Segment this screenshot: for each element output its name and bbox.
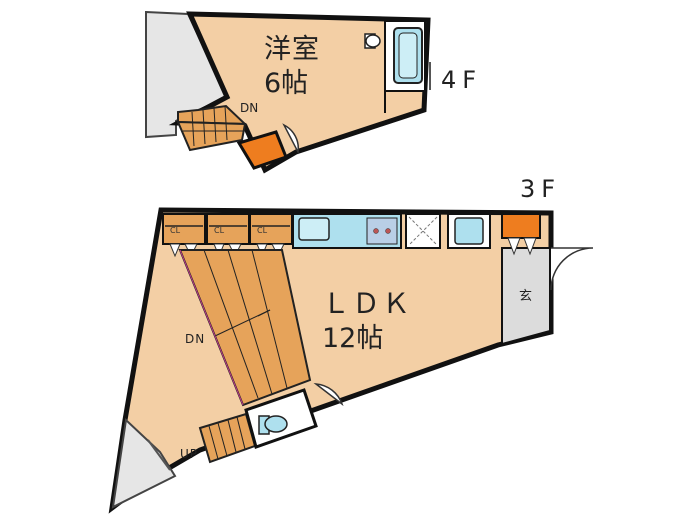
stair-down-label: DN <box>185 332 205 346</box>
storage-4f <box>236 130 288 170</box>
floor-3f: CL CL CL <box>108 207 594 514</box>
stair-4f <box>176 104 248 152</box>
room-3f-name: ＬＤＫ <box>322 287 412 320</box>
storage-3f <box>501 213 541 239</box>
stair-up-label: UP <box>180 447 198 461</box>
room-4f-floor <box>168 11 431 174</box>
floor-3f-label: 3F <box>520 175 561 203</box>
stove <box>366 217 398 245</box>
toilet-door <box>313 383 344 407</box>
floor-4f-label: 4F <box>441 66 482 94</box>
entrance-3f <box>501 247 551 346</box>
balcony-door-3f <box>147 439 171 471</box>
door-4f <box>282 123 300 155</box>
toilet-3f <box>258 415 288 435</box>
closet-3-label: CL <box>257 226 268 235</box>
toilet-4f <box>364 33 381 49</box>
floor-4f <box>145 10 431 174</box>
front-door <box>550 247 594 291</box>
sink <box>298 217 330 241</box>
room-4f-name: 洋室 <box>264 34 320 65</box>
closet-1-label: CL <box>170 226 181 235</box>
closet-2-label: CL <box>214 226 225 235</box>
stair-3f <box>178 249 312 407</box>
room-4f-size: 6帖 <box>264 68 308 99</box>
entrance-label: 玄 <box>519 289 532 304</box>
room-3f-floor <box>108 207 554 514</box>
room-3f-size: 12帖 <box>322 323 383 354</box>
stair-4f-label: DN <box>240 101 258 115</box>
